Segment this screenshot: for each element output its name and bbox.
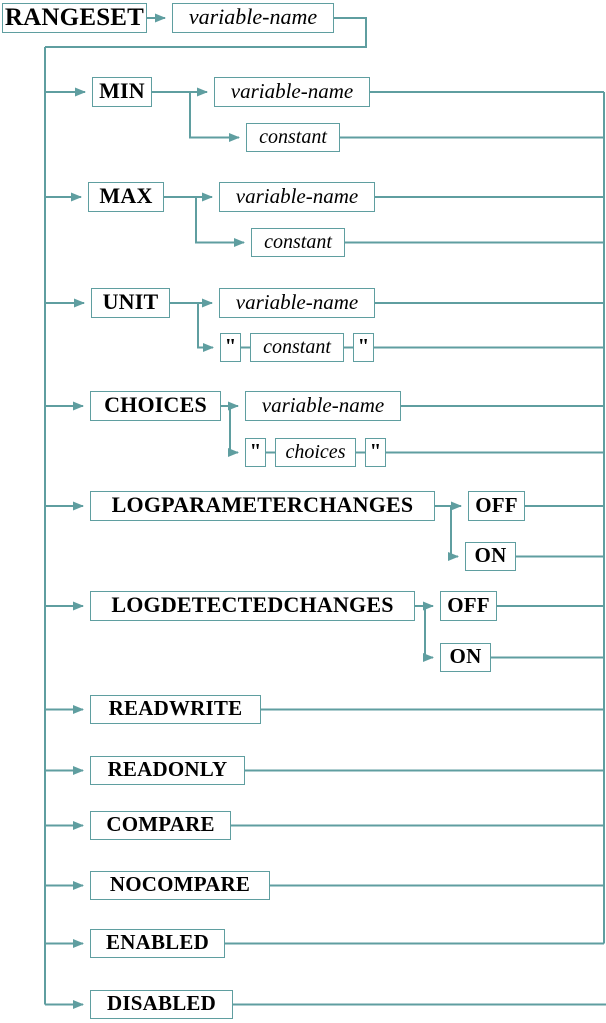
node-logparameterchanges-off[interactable]: OFF: [468, 491, 525, 521]
node-rangeset-variable-name-label: variable-name: [188, 4, 318, 29]
node-disabled[interactable]: DISABLED: [90, 990, 233, 1019]
node-logparameterchanges-off-label: OFF: [475, 492, 518, 517]
node-choices-value[interactable]: choices: [275, 438, 356, 467]
node-unit-constant-label: constant: [263, 335, 331, 358]
node-readonly[interactable]: READONLY: [90, 756, 245, 785]
node-unit-constant[interactable]: constant: [250, 333, 344, 362]
node-enabled[interactable]: ENABLED: [90, 929, 225, 958]
node-unit-close-quote[interactable]: ": [353, 333, 374, 362]
node-max-constant-label: constant: [264, 230, 332, 253]
node-choices-open-quote[interactable]: ": [245, 438, 266, 467]
node-choices-variable-name[interactable]: variable-name: [245, 391, 401, 421]
node-readwrite[interactable]: READWRITE: [90, 695, 261, 724]
node-rangeset[interactable]: RANGESET: [2, 3, 147, 33]
node-unit-variable-name-label: variable-name: [235, 289, 359, 314]
node-readwrite-label: READWRITE: [108, 696, 243, 720]
node-logdetectedchanges[interactable]: LOGDETECTEDCHANGES: [90, 591, 415, 621]
node-min-constant[interactable]: constant: [246, 123, 340, 152]
node-max[interactable]: MAX: [88, 182, 164, 212]
node-choices[interactable]: CHOICES: [90, 391, 221, 421]
node-unit-close-quote-label: ": [357, 334, 370, 358]
node-logparameterchanges-on[interactable]: ON: [465, 542, 516, 571]
node-logdetectedchanges-off-label: OFF: [447, 592, 490, 617]
node-max-variable-name[interactable]: variable-name: [219, 182, 375, 212]
node-disabled-label: DISABLED: [107, 991, 216, 1015]
node-min-variable-name[interactable]: variable-name: [214, 77, 370, 107]
node-logdetectedchanges-label: LOGDETECTEDCHANGES: [111, 592, 394, 617]
node-choices-open-quote-label: ": [249, 439, 262, 463]
node-unit-label: UNIT: [102, 289, 159, 314]
node-enabled-label: ENABLED: [106, 930, 209, 954]
node-min[interactable]: MIN: [92, 77, 152, 107]
node-logdetectedchanges-off[interactable]: OFF: [440, 591, 497, 621]
node-max-variable-name-label: variable-name: [235, 183, 359, 208]
node-max-constant[interactable]: constant: [251, 228, 345, 257]
node-unit[interactable]: UNIT: [91, 288, 170, 318]
node-min-label: MIN: [99, 78, 145, 103]
node-compare-label: COMPARE: [106, 812, 215, 836]
node-choices-close-quote[interactable]: ": [365, 438, 386, 467]
node-rangeset-label: RANGESET: [4, 3, 145, 31]
node-unit-open-quote[interactable]: ": [220, 333, 241, 362]
node-nocompare[interactable]: NOCOMPARE: [90, 871, 270, 900]
node-logparameterchanges-on-label: ON: [474, 543, 507, 567]
node-min-variable-name-label: variable-name: [230, 78, 354, 103]
node-choices-label: CHOICES: [104, 392, 207, 417]
node-nocompare-label: NOCOMPARE: [109, 872, 251, 896]
node-max-label: MAX: [99, 183, 153, 208]
node-choices-variable-name-label: variable-name: [261, 392, 385, 417]
node-logparameterchanges[interactable]: LOGPARAMETERCHANGES: [90, 491, 435, 521]
node-choices-close-quote-label: ": [369, 439, 382, 463]
node-logdetectedchanges-on[interactable]: ON: [440, 643, 491, 672]
node-unit-open-quote-label: ": [224, 334, 237, 358]
node-choices-value-label: choices: [285, 440, 346, 463]
node-readonly-label: READONLY: [107, 757, 228, 781]
node-rangeset-variable-name[interactable]: variable-name: [172, 3, 334, 33]
node-compare[interactable]: COMPARE: [90, 811, 231, 840]
node-logdetectedchanges-on-label: ON: [449, 644, 482, 668]
node-unit-variable-name[interactable]: variable-name: [219, 288, 375, 318]
node-logparameterchanges-label: LOGPARAMETERCHANGES: [111, 492, 414, 517]
node-min-constant-label: constant: [259, 125, 327, 148]
